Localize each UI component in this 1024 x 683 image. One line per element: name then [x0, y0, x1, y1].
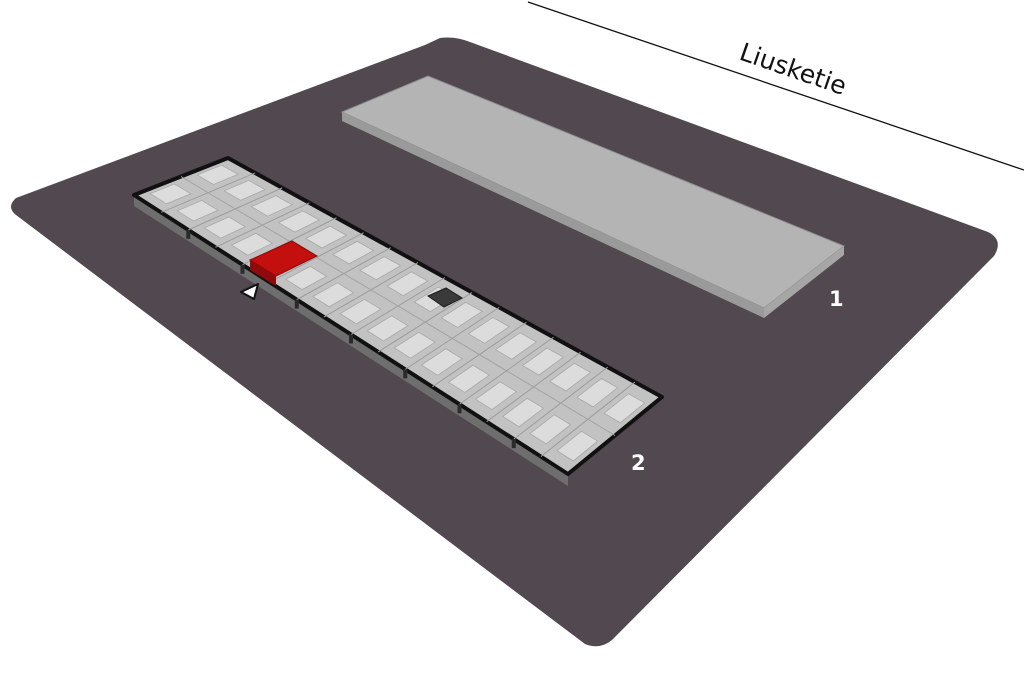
dark-unit-element	[426, 287, 464, 308]
roof-skylight	[277, 210, 321, 233]
roof-spine	[180, 176, 616, 436]
highlighted-unit[interactable]	[248, 240, 319, 277]
roof-skylight	[366, 315, 409, 342]
roof-skylight	[359, 256, 402, 281]
roof-skylight	[250, 195, 294, 217]
street-line	[527, 1, 1024, 171]
building-2-label: 2	[631, 451, 646, 475]
building-1-end	[764, 246, 844, 318]
building-1[interactable]	[340, 75, 845, 318]
roof-skylight	[339, 298, 382, 325]
roof-skylight	[331, 240, 375, 265]
building-2-roof	[132, 156, 664, 476]
wall-post	[403, 369, 408, 379]
building-2[interactable]	[132, 156, 664, 486]
roof-skylight	[304, 225, 348, 249]
roof-skylight	[196, 164, 239, 185]
roof-skylight	[312, 282, 355, 308]
roof-skylight	[467, 317, 510, 344]
roof-skylight	[576, 378, 619, 408]
entrance-triangle-icon	[240, 283, 259, 300]
roof-skylight	[556, 430, 599, 462]
wall-post	[349, 334, 353, 344]
wall-post	[294, 299, 299, 309]
roof-skylight	[393, 331, 436, 359]
roof-skylight	[494, 332, 538, 360]
roof-skylight	[203, 216, 246, 239]
roof-skylight	[529, 414, 572, 445]
wall-post	[457, 404, 462, 414]
wall-post	[186, 229, 191, 239]
roof-skylight	[420, 348, 463, 376]
roof-skylight	[223, 179, 266, 201]
roof-skylight	[176, 199, 219, 222]
highlighted-unit-side	[250, 260, 276, 286]
roof-skylight	[502, 397, 545, 428]
roof-skylight	[474, 381, 518, 411]
roof-skylight	[603, 393, 646, 424]
roof-skylight	[549, 362, 592, 392]
roof-skylight	[149, 183, 192, 205]
building-1-side	[342, 112, 764, 318]
roof-skylight	[386, 271, 429, 297]
roof-skylight	[284, 265, 328, 291]
roof-skylight	[440, 301, 483, 328]
roof-skylight	[230, 232, 274, 256]
wall-post	[240, 264, 245, 274]
roof-skylight	[521, 347, 565, 376]
wall-post	[511, 439, 516, 449]
building-1-label: 1	[829, 287, 844, 311]
roof-skylight	[447, 364, 490, 393]
